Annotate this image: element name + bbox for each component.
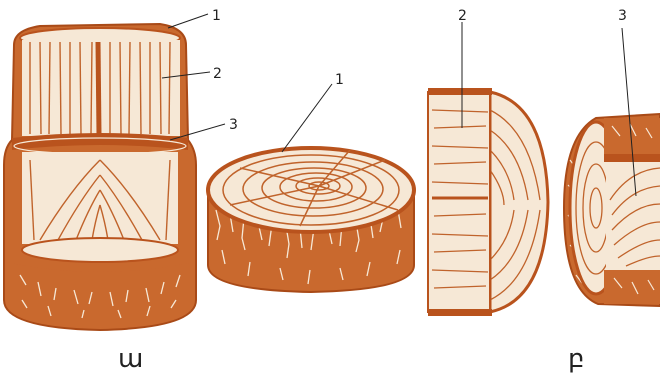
label-radial: 2 (458, 8, 467, 24)
radial-section: 2 (428, 8, 548, 316)
label-log-top: 1 (212, 8, 221, 24)
label-log-middle: 2 (213, 66, 222, 82)
cross-section-disc: 1 (208, 72, 414, 292)
log-illustration: 1 2 3 (4, 8, 238, 330)
label-disc: 1 (335, 72, 344, 88)
label-log-lower: 3 (229, 117, 238, 133)
caption-right: բ (568, 344, 584, 374)
tangential-section: 3 (564, 8, 660, 306)
label-tangential: 3 (618, 8, 627, 24)
caption-left: ա (118, 344, 143, 374)
